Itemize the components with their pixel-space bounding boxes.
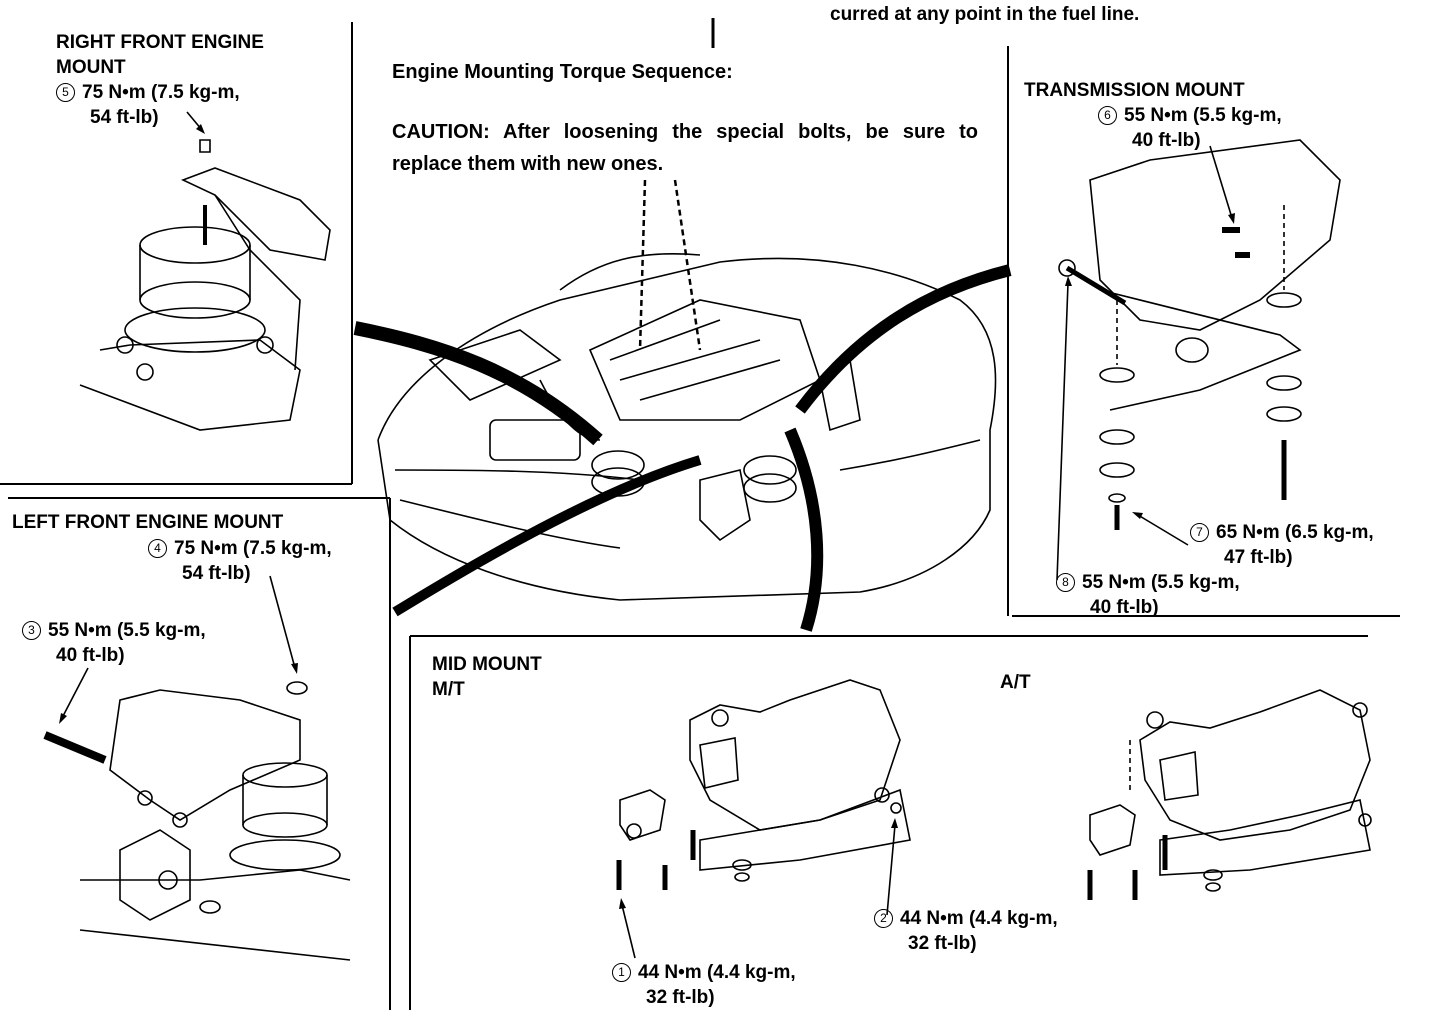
mid-mount-at-label: A/T	[1000, 672, 1031, 693]
caution-text: CAUTION: After loosening the special bol…	[392, 121, 978, 175]
right-front-title: RIGHT FRONT ENGINE MOUNT	[56, 32, 264, 78]
step-number: 6	[1098, 106, 1117, 125]
callout-band-right	[353, 321, 603, 446]
leader-arrow	[61, 111, 1233, 959]
mount-illustration-right-front	[79, 139, 331, 431]
step-number: 5	[56, 83, 75, 102]
step-number: 4	[148, 539, 167, 558]
page-title: Engine Mounting Torque Sequence:	[392, 61, 733, 83]
mount-illustration-mid-at	[1087, 689, 1372, 900]
engine-illustration	[377, 179, 997, 601]
left-front-title: LEFT FRONT ENGINE MOUNT	[12, 512, 284, 533]
callout-band-mid	[784, 427, 824, 632]
mid-mount-mt-label: M/T	[432, 679, 465, 700]
step-number: 8	[1056, 573, 1075, 592]
mid-mount-title: MID MOUNT	[432, 654, 542, 675]
header-fragment: curred at any point in the fuel line.	[830, 4, 1140, 25]
transmission-title: TRANSMISSION MOUNT	[1024, 80, 1245, 101]
callout-band-trans	[795, 264, 1012, 414]
callout-band-left	[392, 455, 702, 617]
arrowheads	[59, 124, 1235, 909]
mount-illustration-transmission	[1058, 139, 1341, 530]
mount-illustration-mid-mt	[616, 679, 911, 890]
step-number: 1	[612, 963, 631, 982]
mount-illustration-left-front	[43, 681, 351, 961]
step-number: 2	[874, 909, 893, 928]
step-number: 7	[1190, 523, 1209, 542]
step-number: 3	[22, 621, 41, 640]
